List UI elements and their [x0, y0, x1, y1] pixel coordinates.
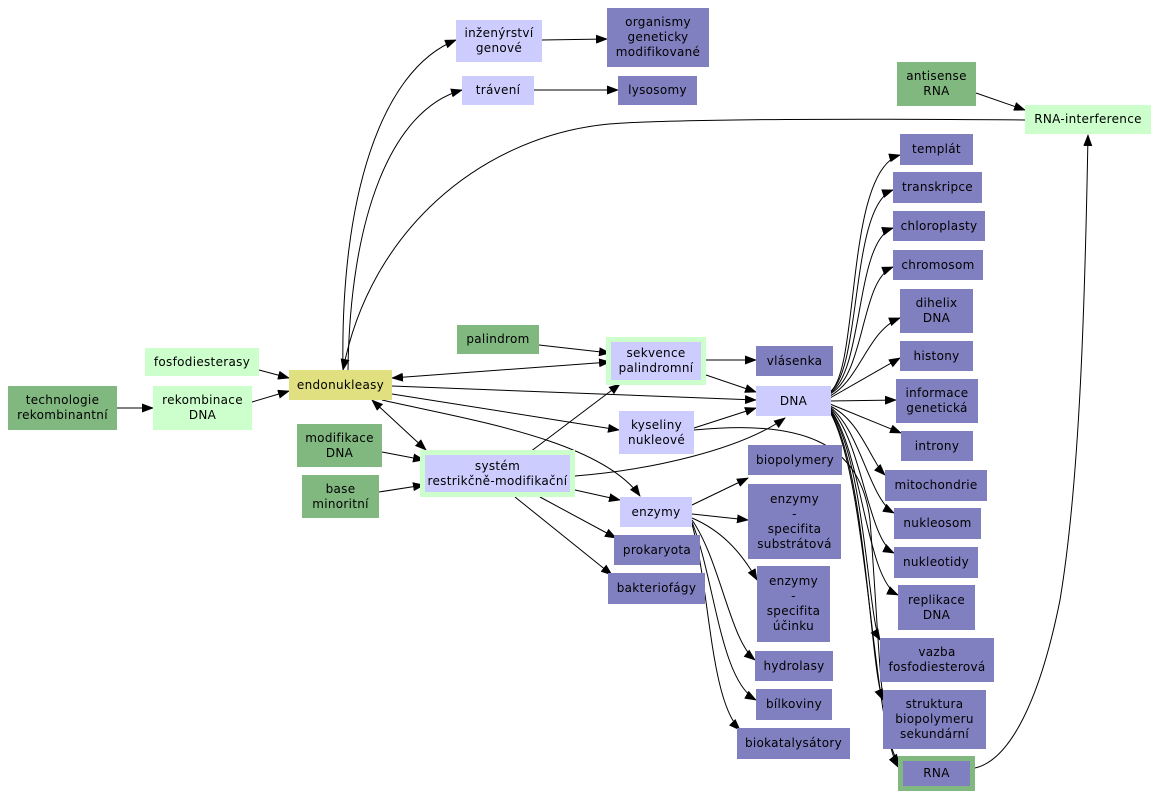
- edge-dna-vazba: [829, 409, 881, 641]
- node-fosfodiesterasy: fosfodiesterasy: [145, 348, 259, 376]
- edge-fosfodiesterasy-endonukleasy: [258, 369, 290, 380]
- edge-rna-rnai: [974, 134, 1093, 769]
- node-endonukleasy: endonukleasy: [289, 370, 392, 400]
- edge-dna-mitochondrie: [829, 405, 886, 476]
- edge-kyseliny-dna: [693, 407, 757, 429]
- node-antisense-rna: antisense RNA: [897, 62, 976, 106]
- node-rekombinace-dna: rekombinace DNA: [153, 386, 252, 430]
- edge-system-sekvence: [529, 383, 621, 453]
- edge-antisense-rnai: [975, 92, 1026, 111]
- node-vlasenka: vlásenka: [756, 346, 833, 376]
- node-enzymy-specifita-ucinku: enzymy - specifita účinku: [757, 566, 830, 642]
- edge-endonukleasy-dna: [391, 385, 757, 405]
- node-nukleosom: nukleosom: [894, 508, 981, 539]
- node-histony: histony: [900, 341, 973, 371]
- node-bakteriofagy: bakteriofágy: [608, 573, 705, 604]
- edge-dna-replikace: [829, 408, 899, 596]
- edge-enzymy-biopolymery: [691, 477, 749, 506]
- node-lysosomy: lysosomy: [618, 76, 697, 105]
- edge-endonukleasy-system: [371, 399, 427, 451]
- node-biokatalysatory: biokatalysátory: [737, 728, 850, 759]
- node-biopolymery: biopolymery: [748, 445, 842, 475]
- edge-endonukleasy-inzenyrstvi: [342, 39, 457, 371]
- node-informace-geneticka: informace genetická: [896, 379, 978, 423]
- edge-system-enzymy: [574, 489, 621, 503]
- node-technologie-rekombinantni: technologie rekombinantní: [8, 386, 117, 430]
- node-dihelix-dna: dihelix DNA: [900, 289, 973, 333]
- edge-rnai-endonukleasy: [340, 118, 1026, 371]
- edge-inzenyrstvi-organismy: [541, 34, 608, 44]
- edge-system-prokaryota: [539, 496, 617, 539]
- edge-sekvence-dna: [705, 374, 757, 393]
- edge-endonukleasy-kyseliny: [391, 393, 620, 433]
- edge-dna-histony: [829, 357, 901, 399]
- edge-dna-informace: [829, 395, 897, 405]
- node-chloroplasty: chloroplasty: [893, 211, 985, 241]
- edge-dna-introny: [829, 403, 902, 434]
- edge-dna-nukleosom: [829, 406, 895, 514]
- edge-dna-dihelix: [829, 317, 901, 397]
- edge-enzymy-substrat: [691, 513, 749, 524]
- edge-endonukleasy-traveni: [347, 88, 463, 371]
- node-base-minoritni: base minoritní: [302, 475, 379, 518]
- node-modifikace-dna: modifikace DNA: [297, 424, 382, 467]
- node-traveni: trávení: [462, 76, 534, 105]
- node-bilkoviny: bílkoviny: [756, 689, 832, 720]
- node-organismy-gm: organismy geneticky modifikované: [607, 8, 709, 67]
- node-nukleotidy: nukleotidy: [894, 547, 978, 578]
- edge-palindrom-sekvence: [538, 344, 611, 357]
- node-rna-interference: RNA-interference: [1025, 105, 1151, 134]
- node-mitochondrie: mitochondrie: [885, 470, 987, 501]
- node-kyseliny-nukleove: kyseliny nukleové: [619, 411, 694, 454]
- edge-system-bakteriofagy: [514, 496, 613, 576]
- node-introny: introny: [901, 431, 973, 461]
- node-templat: templát: [900, 134, 973, 165]
- edge-dna-chromosom: [829, 266, 894, 395]
- node-palindrom: palindrom: [457, 325, 539, 354]
- edge-endonukleasy-enzymy: [381, 399, 641, 497]
- edge-enzymy-hydrolasy: [691, 519, 756, 661]
- node-rna: RNA: [898, 756, 975, 791]
- node-enzymy-specifita-substratova: enzymy - specifita substrátová: [748, 484, 841, 559]
- node-struktura-biopolymeru: struktura biopolymeru sekundární: [883, 690, 986, 749]
- node-prokaryota: prokaryota: [614, 535, 700, 565]
- node-hydrolasy: hydrolasy: [755, 651, 833, 681]
- node-chromosom: chromosom: [893, 250, 983, 280]
- node-sekvence-palindromni: sekvence palindromní: [606, 337, 706, 385]
- edge-enzymy-ucinek: [691, 517, 758, 581]
- node-enzymy: enzymy: [620, 497, 692, 527]
- edge-dna-chloroplasty: [829, 227, 894, 394]
- node-vazba-fosfodiesterova: vazba fosfodiesterová: [880, 638, 994, 682]
- edge-endonukleasy-sekvence: [391, 358, 611, 382]
- node-dna: DNA: [756, 386, 831, 416]
- edge-enzymy-bilkoviny: [691, 521, 757, 701]
- node-transkripce: transkripce: [893, 172, 982, 203]
- edge-dna-transkripce: [829, 189, 894, 393]
- edge-rekombinace-endonukleasy: [251, 389, 290, 403]
- node-system-restrikcne-modifikacni: systém restrikčně-modifikační: [420, 450, 575, 497]
- edge-dna-nukleotidy: [829, 407, 895, 554]
- edge-base-system: [378, 482, 425, 493]
- node-inzenyrstvi-genove: inženýrství genové: [456, 20, 542, 62]
- node-replikace-dna: replikace DNA: [898, 585, 975, 630]
- edge-dna-templat: [829, 153, 901, 393]
- edge-modifikace-system: [381, 451, 425, 463]
